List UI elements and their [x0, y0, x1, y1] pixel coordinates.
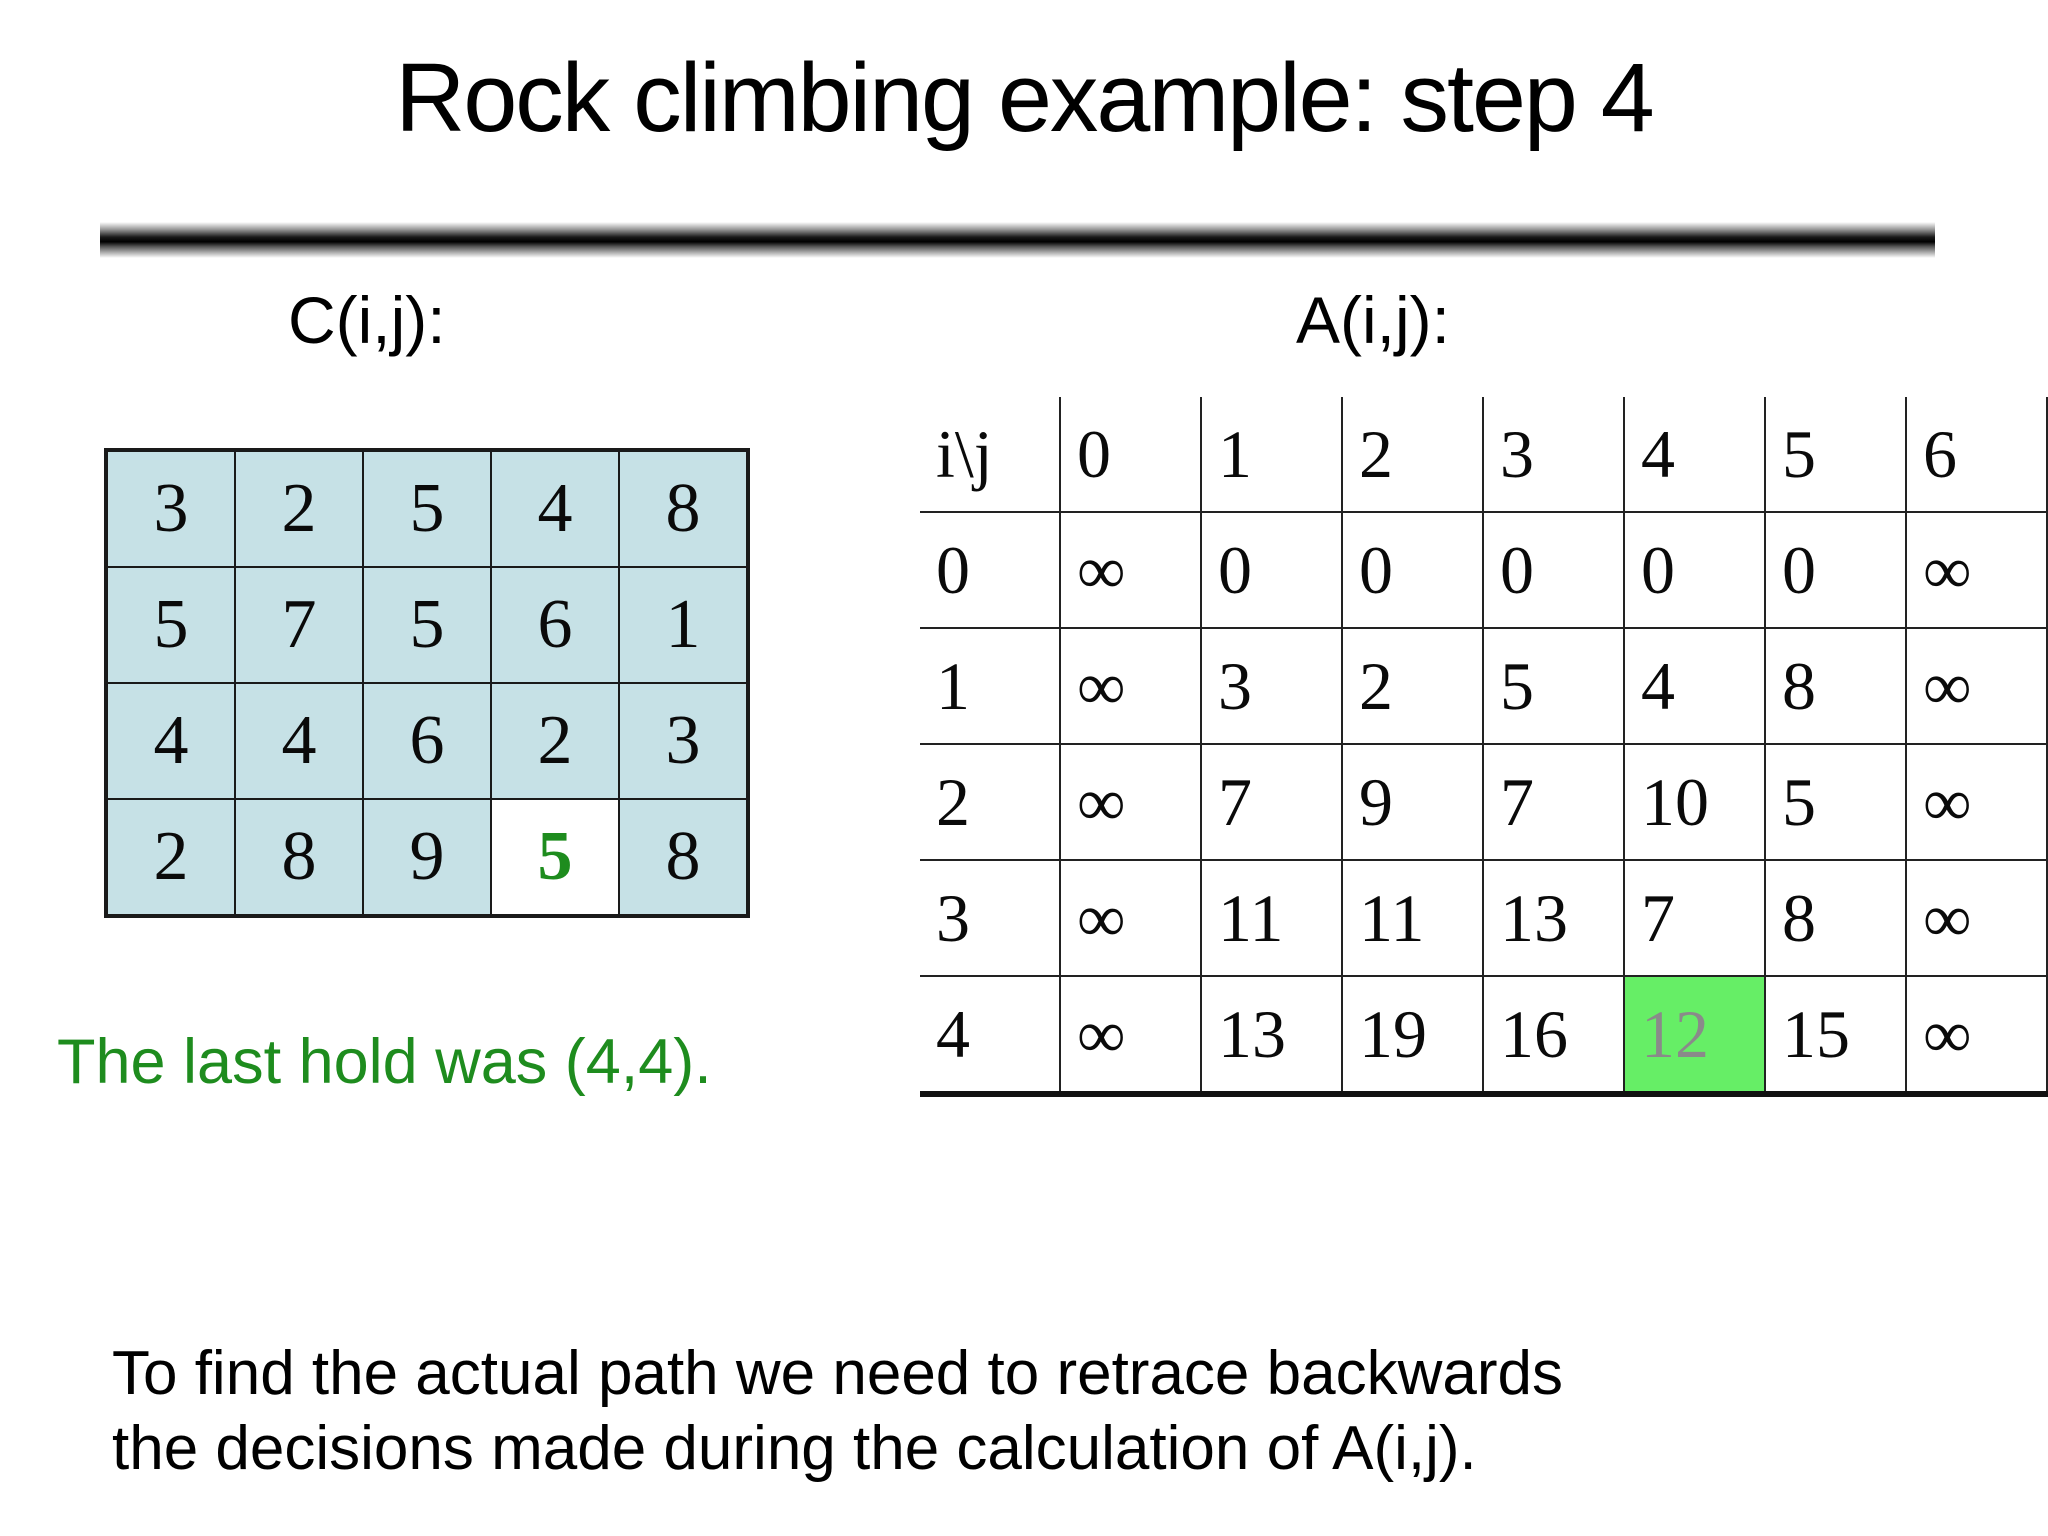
a-header-cell: 6: [1905, 397, 2048, 513]
a-header-cell: 1: [1200, 397, 1343, 513]
table-row: 2 ∞ 7 9 7 10 5 ∞: [920, 743, 2048, 861]
last-hold-note: The last hold was (4,4).: [57, 1027, 712, 1097]
a-cell: ∞: [1059, 511, 1202, 629]
a-row-label: 0: [920, 511, 1061, 629]
c-cell: 2: [105, 798, 236, 917]
c-cell: 2: [490, 682, 620, 800]
a-cell: 2: [1341, 627, 1484, 745]
c-cell: 6: [490, 566, 620, 684]
table-row: 3 ∞ 11 11 13 7 8 ∞: [920, 859, 2048, 977]
c-cell: 2: [234, 449, 364, 568]
c-cell: 8: [618, 449, 749, 568]
a-header-cell: 3: [1482, 397, 1625, 513]
a-cell: 15: [1764, 975, 1907, 1097]
a-cell: 8: [1764, 859, 1907, 977]
a-cell: ∞: [1905, 511, 2048, 629]
c-cell: 8: [618, 798, 749, 917]
a-cell: ∞: [1905, 743, 2048, 861]
table-header-row: i\j 0 1 2 3 4 5 6: [920, 397, 2048, 513]
c-cell: 1: [618, 566, 749, 684]
a-cell: 10: [1623, 743, 1766, 861]
a-cell: 4: [1623, 627, 1766, 745]
a-cell: 0: [1341, 511, 1484, 629]
c-cell: 3: [105, 449, 236, 568]
footer-text: To find the actual path we need to retra…: [112, 1336, 1563, 1486]
footer-line-1: To find the actual path we need to retra…: [112, 1339, 1563, 1408]
a-cell: 3: [1200, 627, 1343, 745]
a-cell: 8: [1764, 627, 1907, 745]
a-cell: 0: [1764, 511, 1907, 629]
c-cell: 5: [105, 566, 236, 684]
a-cell: 16: [1482, 975, 1625, 1097]
table-row: 2 8 9 5 8: [105, 798, 749, 917]
a-cell: 0: [1623, 511, 1766, 629]
a-cell: 5: [1764, 743, 1907, 861]
c-table-label: C(i,j):: [288, 283, 446, 357]
a-header-cell: i\j: [920, 397, 1061, 513]
a-cell: 5: [1482, 627, 1625, 745]
footer-line-2: the decisions made during the calculatio…: [112, 1414, 1477, 1483]
a-cell: 7: [1200, 743, 1343, 861]
a-cell: 7: [1623, 859, 1766, 977]
table-row: 4 ∞ 13 19 16 12 15 ∞: [920, 975, 2048, 1097]
a-row-label: 3: [920, 859, 1061, 977]
title-divider: [100, 222, 1935, 258]
c-highlight-cell: 5: [490, 798, 620, 917]
c-cell: 5: [362, 449, 492, 568]
a-row-label: 1: [920, 627, 1061, 745]
c-cell: 6: [362, 682, 492, 800]
a-cell: 11: [1341, 859, 1484, 977]
a-cell: 11: [1200, 859, 1343, 977]
a-cell: 7: [1482, 743, 1625, 861]
table-row: 4 4 6 2 3: [105, 682, 749, 800]
c-cell: 4: [105, 682, 236, 800]
a-table: i\j 0 1 2 3 4 5 6 0 ∞ 0 0 0 0 0 ∞ 1 ∞ 3 …: [920, 397, 2048, 1097]
table-row: 0 ∞ 0 0 0 0 0 ∞: [920, 511, 2048, 629]
a-highlight-cell: 12: [1623, 975, 1766, 1097]
a-cell: 0: [1482, 511, 1625, 629]
c-table: 3 2 5 4 8 5 7 5 6 1 4 4 6 2 3 2 8 9 5 8: [104, 448, 750, 918]
c-cell: 8: [234, 798, 364, 917]
c-cell: 7: [234, 566, 364, 684]
a-table-label: A(i,j):: [1296, 283, 1450, 357]
a-cell: ∞: [1059, 975, 1202, 1097]
a-header-cell: 2: [1341, 397, 1484, 513]
c-cell: 4: [490, 449, 620, 568]
a-cell: 13: [1482, 859, 1625, 977]
c-cell: 5: [362, 566, 492, 684]
a-cell: ∞: [1059, 627, 1202, 745]
c-cell: 4: [234, 682, 364, 800]
a-cell: 0: [1200, 511, 1343, 629]
table-row: 3 2 5 4 8: [105, 449, 749, 568]
a-row-label: 2: [920, 743, 1061, 861]
a-row-label: 4: [920, 975, 1061, 1097]
a-header-cell: 0: [1059, 397, 1202, 513]
a-cell: ∞: [1905, 859, 2048, 977]
a-cell: ∞: [1905, 975, 2048, 1097]
a-cell: 13: [1200, 975, 1343, 1097]
table-row: 5 7 5 6 1: [105, 566, 749, 684]
table-row: 1 ∞ 3 2 5 4 8 ∞: [920, 627, 2048, 745]
a-cell: ∞: [1059, 743, 1202, 861]
a-header-cell: 5: [1764, 397, 1907, 513]
c-cell: 3: [618, 682, 749, 800]
c-cell: 9: [362, 798, 492, 917]
a-cell: 19: [1341, 975, 1484, 1097]
slide-title: Rock climbing example: step 4: [395, 43, 1654, 152]
a-cell: ∞: [1905, 627, 2048, 745]
a-header-cell: 4: [1623, 397, 1766, 513]
a-cell: ∞: [1059, 859, 1202, 977]
a-cell: 9: [1341, 743, 1484, 861]
